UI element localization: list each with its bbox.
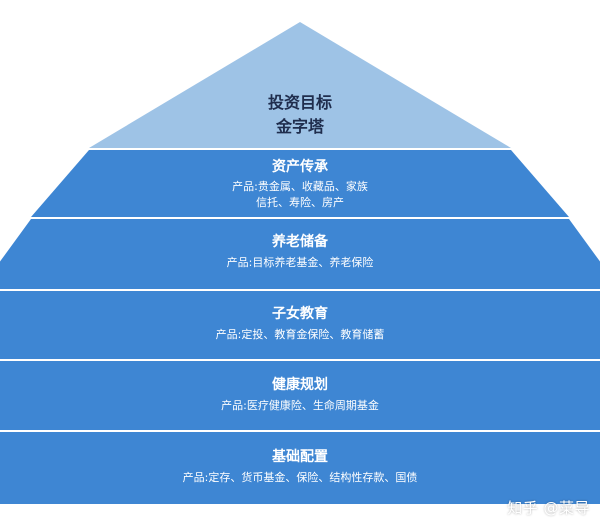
apex-title-line-2: 金字塔 — [275, 117, 325, 136]
tier-title-asset-inheritance: 资产传承 — [272, 158, 328, 175]
tier-band-children-education — [0, 291, 600, 359]
tier-products-asset-inheritance-line-2: 信托、寿险、房产 — [256, 195, 344, 209]
tier-products-basic-allocation: 产品:定存、货币基金、保险、结构性存款、国债 — [183, 470, 418, 484]
pyramid-apex-region — [89, 22, 511, 148]
tier-title-basic-allocation: 基础配置 — [272, 448, 328, 465]
tier-products-health-planning: 产品:医疗健康险、生命周期基金 — [221, 398, 379, 412]
tier-band-basic-allocation — [0, 432, 600, 504]
tier-band-asset-inheritance — [31, 150, 569, 217]
tier-title-health-planning: 健康规划 — [272, 376, 328, 393]
tier-products-asset-inheritance-line-1: 产品:贵金属、收藏品、家族 — [232, 179, 368, 193]
tier-title-children-education: 子女教育 — [272, 305, 328, 322]
apex-title-line-1: 投资目标 — [268, 93, 332, 112]
tier-band-pension-reserve — [0, 219, 600, 289]
tier-products-pension-reserve: 产品:目标养老基金、养老保险 — [227, 255, 374, 269]
tier-title-pension-reserve: 养老储备 — [271, 233, 329, 250]
source-watermark: 知乎 @菜导 — [507, 499, 590, 517]
tier-band-health-planning — [0, 361, 600, 430]
tier-products-children-education: 产品:定投、教育金保险、教育储蓄 — [216, 327, 385, 341]
